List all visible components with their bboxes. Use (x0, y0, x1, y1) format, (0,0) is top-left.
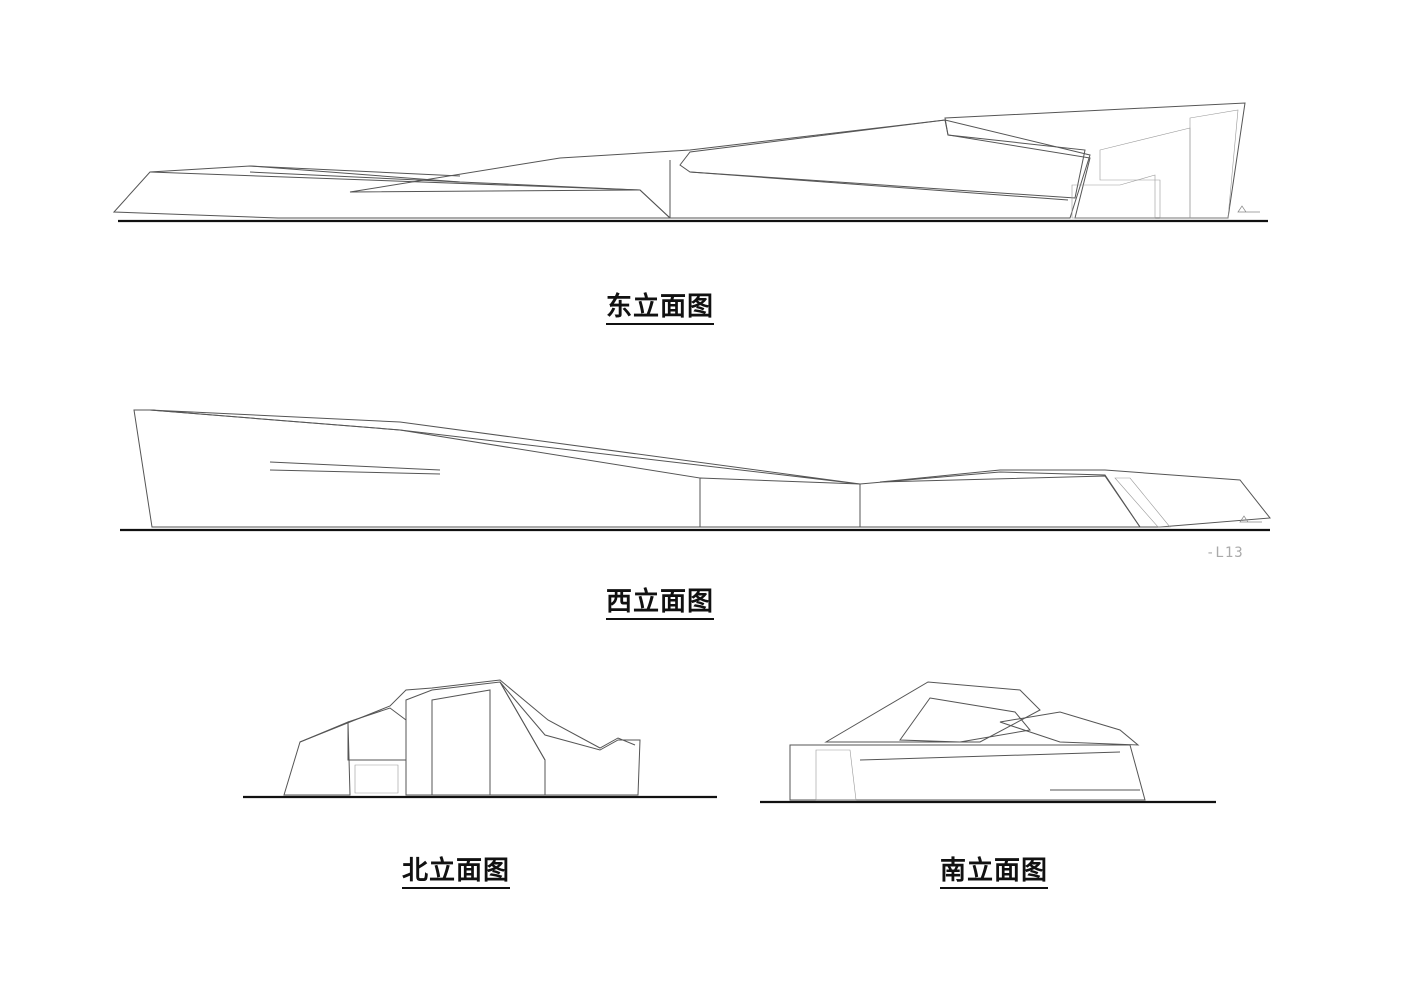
south-roof-right (999, 711, 1140, 746)
west-level-mark (1239, 515, 1262, 523)
west-elevation (120, 409, 1271, 532)
east-elevation-caption: 东立面图 (606, 292, 715, 325)
west-elevation-caption: 西立面图 (606, 587, 715, 620)
south-fold-line (859, 751, 1121, 761)
east-brick-wall (1071, 174, 1156, 219)
west-roof-right (879, 469, 1271, 528)
south-glass-left (815, 749, 857, 801)
east-roof-right (944, 102, 1246, 219)
east-elevation (112, 102, 1268, 223)
east-roof-left (112, 165, 672, 219)
north-roof-outline (299, 679, 636, 749)
west-roof-fold (1114, 477, 1171, 528)
north-left-wing (283, 721, 351, 796)
south-elevation-caption: 南立面图 (940, 856, 1049, 889)
north-elevation (243, 679, 717, 799)
east-eave-line (249, 165, 461, 177)
east-roof-middle (349, 119, 1091, 219)
north-glass-panel (431, 689, 491, 796)
north-mid-roof (347, 707, 407, 761)
south-roof-facet (899, 697, 1031, 743)
south-roof-main (824, 681, 1041, 743)
east-fold-line-2 (149, 171, 641, 191)
north-brick-wall (405, 681, 546, 796)
east-fold-line-3 (689, 171, 1069, 201)
west-window-band (269, 461, 441, 471)
north-entrance (354, 764, 399, 794)
south-elevation (760, 681, 1216, 804)
west-glazing-middle (699, 477, 861, 528)
sheet-mark: -L13 (1206, 545, 1244, 561)
north-right-roof (499, 681, 641, 796)
west-window-band-2 (269, 469, 441, 475)
north-elevation-caption: 北立面图 (402, 856, 511, 889)
east-level-mark (1237, 205, 1260, 213)
east-eave-line-2 (249, 171, 461, 183)
south-body (789, 744, 1146, 801)
east-glazing-panel (1099, 127, 1191, 219)
